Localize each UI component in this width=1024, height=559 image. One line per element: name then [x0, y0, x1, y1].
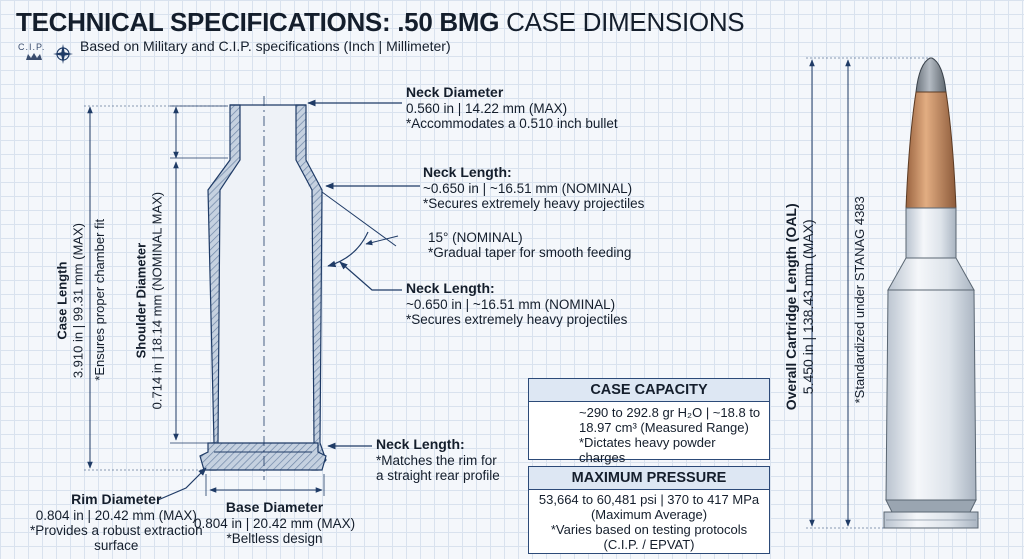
oal-value: 5.450 in | 138.43 mm (MAX)	[800, 219, 816, 395]
case-capacity-title: CASE CAPACITY	[529, 379, 769, 402]
case-length-value: 3.910 in | 99.31 mm (MAX)	[70, 223, 85, 379]
base-diameter-value: 0.804 in | 20.42 mm (MAX)	[194, 515, 356, 531]
shoulder-diameter-title: Shoulder Diameter	[133, 242, 149, 359]
base-diameter-title: Base Diameter	[225, 499, 324, 515]
neck-length-2-value: ~0.650 in | ~16.51 mm (NOMINAL)	[406, 296, 616, 312]
neck-length-1-annotation: Neck Length: ~0.650 in | ~16.51 mm (NOMI…	[423, 164, 645, 211]
neck-length-3-note1: *Matches the rim for	[376, 452, 497, 468]
neck-length-2-leader	[339, 261, 402, 291]
shoulder-angle-note: *Gradual taper for smooth feeding	[428, 245, 632, 261]
neck-length-2-title: Neck Length:	[406, 280, 495, 296]
title-bold: TECHNICAL SPECIFICATIONS: .50 BMG	[16, 7, 500, 37]
case-capacity-note: *Dictates heavy powder charges	[579, 434, 716, 465]
base-diameter-annotation: Base Diameter 0.804 in | 20.42 mm (MAX) …	[194, 499, 356, 546]
neck-diameter-note: *Accommodates a 0.510 inch bullet	[406, 115, 618, 131]
rim-diameter-annotation: Rim Diameter 0.804 in | 20.42 mm (MAX) *…	[30, 491, 203, 553]
shoulder-diameter-dim	[170, 161, 208, 444]
neck-length-3-title: Neck Length:	[376, 436, 465, 452]
neck-length-dim	[170, 105, 228, 159]
shoulder-angle-dim	[321, 191, 399, 268]
neck-length-3-note2: a straight rear profile	[376, 467, 500, 483]
page-subtitle: Based on Military and C.I.P. specificati…	[80, 38, 451, 54]
base-diameter-dim	[205, 474, 325, 496]
crown-icon	[26, 53, 42, 60]
case-cross-section	[199, 96, 327, 480]
neck-length-3-annotation: Neck Length: *Matches the rim for a stra…	[376, 436, 500, 483]
neck-length-2-note: *Secures extremely heavy projectiles	[406, 311, 628, 327]
max-pressure-panel: MAXIMUM PRESSURE 53,664 to 60,481 psi | …	[528, 466, 770, 554]
max-pressure-note1: *Varies based on testing protocols	[550, 521, 748, 537]
cartridge-illustration	[883, 57, 979, 529]
max-pressure-title: MAXIMUM PRESSURE	[529, 467, 769, 490]
base-diameter-note: *Beltless design	[226, 530, 323, 546]
nato-compass-icon	[53, 44, 73, 64]
neck-diameter-title: Neck Diameter	[406, 84, 504, 100]
neck-length-1-value: ~0.650 in | ~16.51 mm (NOMINAL)	[423, 180, 633, 196]
oal-title: Overall Cartridge Length (OAL)	[783, 203, 800, 411]
rim-diameter-note2: surface	[94, 537, 139, 553]
case-length-dim	[84, 105, 228, 471]
rim-diameter-leader	[157, 467, 207, 501]
case-length-title: Case Length	[54, 261, 70, 340]
neck-diameter-annotation: Neck Diameter 0.560 in | 14.22 mm (MAX) …	[406, 84, 618, 131]
max-pressure-line2: (Maximum Average)	[590, 506, 708, 522]
rim-diameter-note1: *Provides a robust extraction	[30, 522, 203, 538]
max-pressure-note2: (C.I.P. / EPVAT)	[603, 536, 695, 552]
case-length-note: *Ensures proper chamber fit	[92, 218, 108, 381]
case-capacity-line1: ~290 to 292.8 gr H₂O | ~18.8 to	[579, 405, 761, 420]
cip-logo-text: C.I.P.	[18, 42, 46, 52]
title-light: CASE DIMENSIONS	[506, 7, 745, 37]
rim-diameter-title: Rim Diameter	[71, 491, 162, 507]
shoulder-diameter-value: 0.714 in | 18.14 mm (NOMINAL MAX)	[149, 191, 164, 410]
page-title: TECHNICAL SPECIFICATIONS: .50 BMG CASE D…	[16, 7, 745, 37]
shoulder-angle-annotation: 15° (NOMINAL) *Gradual taper for smooth …	[428, 230, 631, 260]
oal-annotation: Overall Cartridge Length (OAL) 5.450 in …	[783, 147, 817, 467]
case-length-annotation: Case Length 3.910 in | 99.31 mm (MAX)	[54, 181, 85, 421]
neck-length-1-note: *Secures extremely heavy projectiles	[423, 195, 645, 211]
neck-length-2-annotation: Neck Length: ~0.650 in | ~16.51 mm (NOMI…	[406, 280, 628, 327]
max-pressure-line1: 53,664 to 60,481 psi | 370 to 417 MPa	[538, 492, 760, 507]
shoulder-angle-value: 15° (NOMINAL)	[428, 230, 523, 245]
case-capacity-line2: 18.97 cm³ (Measured Range)	[579, 419, 749, 435]
oal-dim	[806, 57, 930, 529]
neck-diameter-value: 0.560 in | 14.22 mm (MAX)	[406, 100, 568, 116]
rim-diameter-value: 0.804 in | 20.42 mm (MAX)	[35, 507, 197, 523]
shoulder-diameter-annotation: Shoulder Diameter 0.714 in | 18.14 mm (N…	[133, 171, 164, 431]
oal-note: *Standardized under STANAG 4383	[852, 196, 868, 404]
case-capacity-panel: CASE CAPACITY ~290 to 292.8 gr H₂O | ~18…	[528, 378, 770, 465]
neck-length-1-title: Neck Length:	[423, 164, 512, 180]
